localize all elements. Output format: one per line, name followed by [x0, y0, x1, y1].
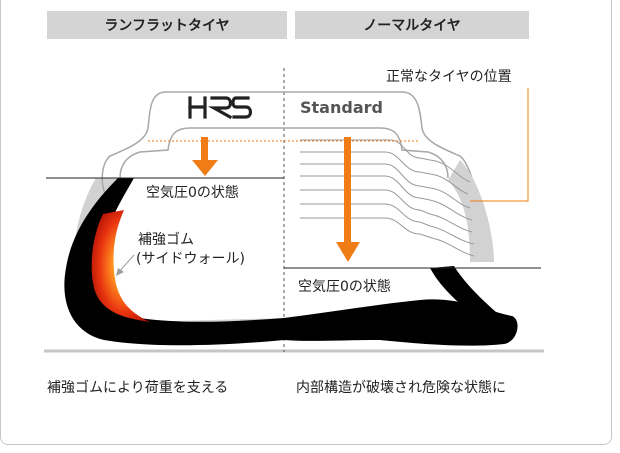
normal-inner-outline: [284, 127, 449, 179]
hrs-logo: [188, 96, 253, 120]
header-runflat: ランフラットタイヤ: [47, 11, 287, 39]
caption-normal: 内部構造が破壊され危険な状態に: [296, 380, 506, 396]
zero-pressure-label-right: 空気圧0の状態: [298, 279, 391, 295]
reinforce-label-line2: (サイドウォール): [136, 251, 245, 267]
normal-internal-layers: [300, 139, 475, 257]
caption-runflat: 補強ゴムにより荷重を支える: [47, 380, 229, 396]
runflat-drop-arrow: [192, 137, 218, 176]
zero-pressure-label-left: 空気圧0の状態: [146, 185, 239, 201]
reinforcement-rubber: [91, 210, 150, 322]
runflat-inner-outline: [119, 127, 284, 179]
header-normal: ノーマルタイヤ: [295, 11, 529, 39]
runflat-tire-black: [64, 178, 284, 346]
reinforcement-pointer-head: [116, 268, 124, 276]
reinforce-label-line1: 補強ゴム: [138, 232, 194, 248]
normal-drop-arrow: [336, 137, 360, 262]
runflat-outline: [101, 91, 284, 199]
standard-label: Standard: [300, 98, 383, 117]
normal-tire-black: [284, 299, 518, 346]
normal-sidewall: [448, 160, 494, 262]
normal-position-label: 正常なタイヤの位置: [386, 69, 512, 85]
panel-frame: [0, 0, 612, 445]
normal-bead-black: [430, 266, 496, 322]
normal-position-leader: [470, 88, 529, 202]
